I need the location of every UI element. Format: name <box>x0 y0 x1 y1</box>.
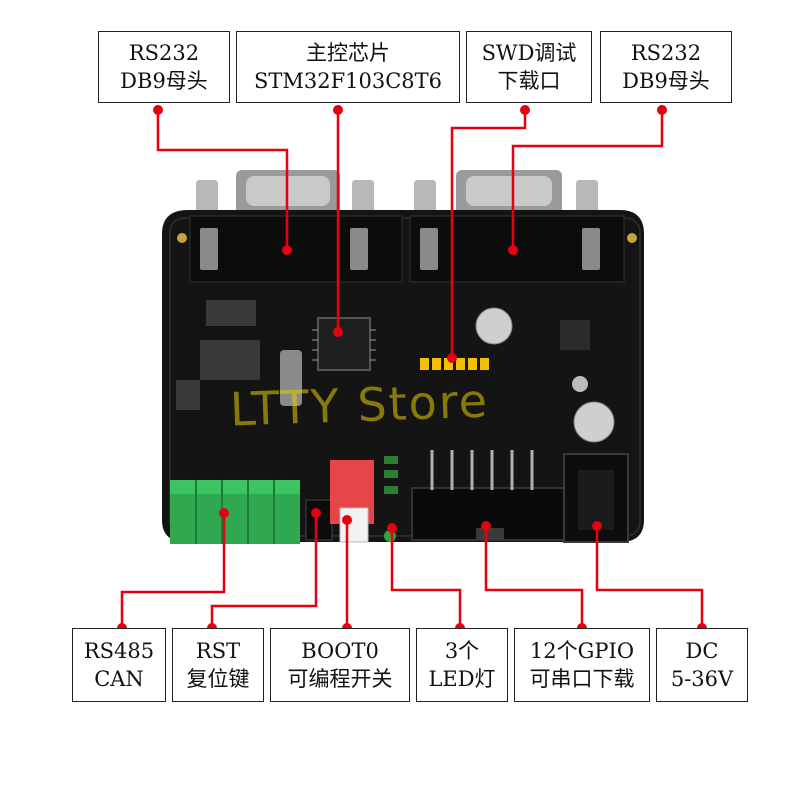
db9-right-connector <box>414 170 598 218</box>
label-swd: SWD调试 下载口 <box>466 31 592 103</box>
label-line: 5-36V <box>670 667 734 691</box>
label-line: LED灯 <box>428 667 496 691</box>
label-rs232-left: RS232 DB9母头 <box>98 31 230 103</box>
label-mcu: 主控芯片 STM32F103C8T6 <box>236 31 460 103</box>
label-line: 可编程开关 <box>287 667 393 691</box>
label-line: 可串口下载 <box>529 667 635 691</box>
label-gpio: 12个GPIO 可串口下载 <box>514 628 650 702</box>
mcu-chip <box>317 317 371 371</box>
label-boot0: BOOT0 可编程开关 <box>270 628 410 702</box>
label-line: CAN <box>94 667 144 691</box>
label-line: 下载口 <box>497 69 561 93</box>
label-line: STM32F103C8T6 <box>253 69 443 93</box>
label-line: DB9母头 <box>120 69 208 93</box>
label-dc: DC 5-36V <box>656 628 748 702</box>
pcb-board <box>162 210 644 542</box>
label-line: RS232 <box>128 41 200 65</box>
label-line: RS232 <box>630 41 702 65</box>
swd-header <box>420 358 489 370</box>
label-line: 复位键 <box>186 667 250 691</box>
label-line: RS485 <box>83 639 155 663</box>
boot0-switch <box>330 460 374 543</box>
label-line: 主控芯片 <box>306 41 390 65</box>
terminal-block <box>170 480 300 544</box>
label-rst: RST 复位键 <box>172 628 264 702</box>
label-line: RST <box>195 639 241 663</box>
db9-left-connector <box>196 170 374 218</box>
label-line: DC <box>685 639 719 663</box>
label-line: SWD调试 <box>481 41 577 65</box>
label-line: 12个GPIO <box>529 639 635 663</box>
label-rs485-can: RS485 CAN <box>72 628 166 702</box>
pointer-lines <box>120 110 704 628</box>
label-rs232-right: RS232 DB9母头 <box>600 31 732 103</box>
watermark: LTTY Store <box>229 373 490 437</box>
rst-button <box>305 499 333 541</box>
label-line: BOOT0 <box>301 639 379 663</box>
label-line: DB9母头 <box>622 69 710 93</box>
label-led: 3个 LED灯 <box>416 628 508 702</box>
label-line: 3个 <box>444 639 480 663</box>
